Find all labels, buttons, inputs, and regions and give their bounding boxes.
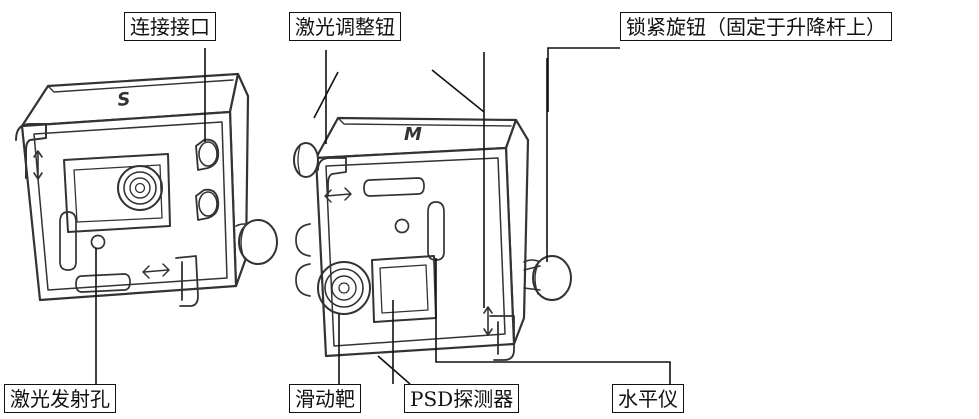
label-laser-adjust-knob: 激光调整钮	[289, 12, 401, 41]
label-level: 水平仪	[612, 384, 684, 413]
label-lock-knob: 锁紧旋钮（固定于升降杆上）	[620, 12, 892, 41]
left-unit-s	[15, 72, 278, 307]
left-unit-letter: S	[116, 89, 131, 111]
label-laser-emitter-hole: 激光发射孔	[4, 384, 116, 413]
leader-adjust-knob-b	[431, 69, 485, 113]
right-unit-m	[293, 116, 572, 361]
leader-level	[435, 258, 671, 384]
leader-lines	[95, 47, 671, 385]
label-psd-detector: PSD探测器	[404, 384, 520, 413]
right-unit-letter: M	[404, 124, 422, 145]
leader-adjust-knob-a	[313, 71, 339, 119]
label-interface: 连接接口	[124, 12, 216, 41]
leader-lock-knob	[547, 47, 620, 112]
label-sliding-target: 滑动靶	[289, 384, 361, 413]
leader-psd-diagonal	[377, 355, 411, 385]
